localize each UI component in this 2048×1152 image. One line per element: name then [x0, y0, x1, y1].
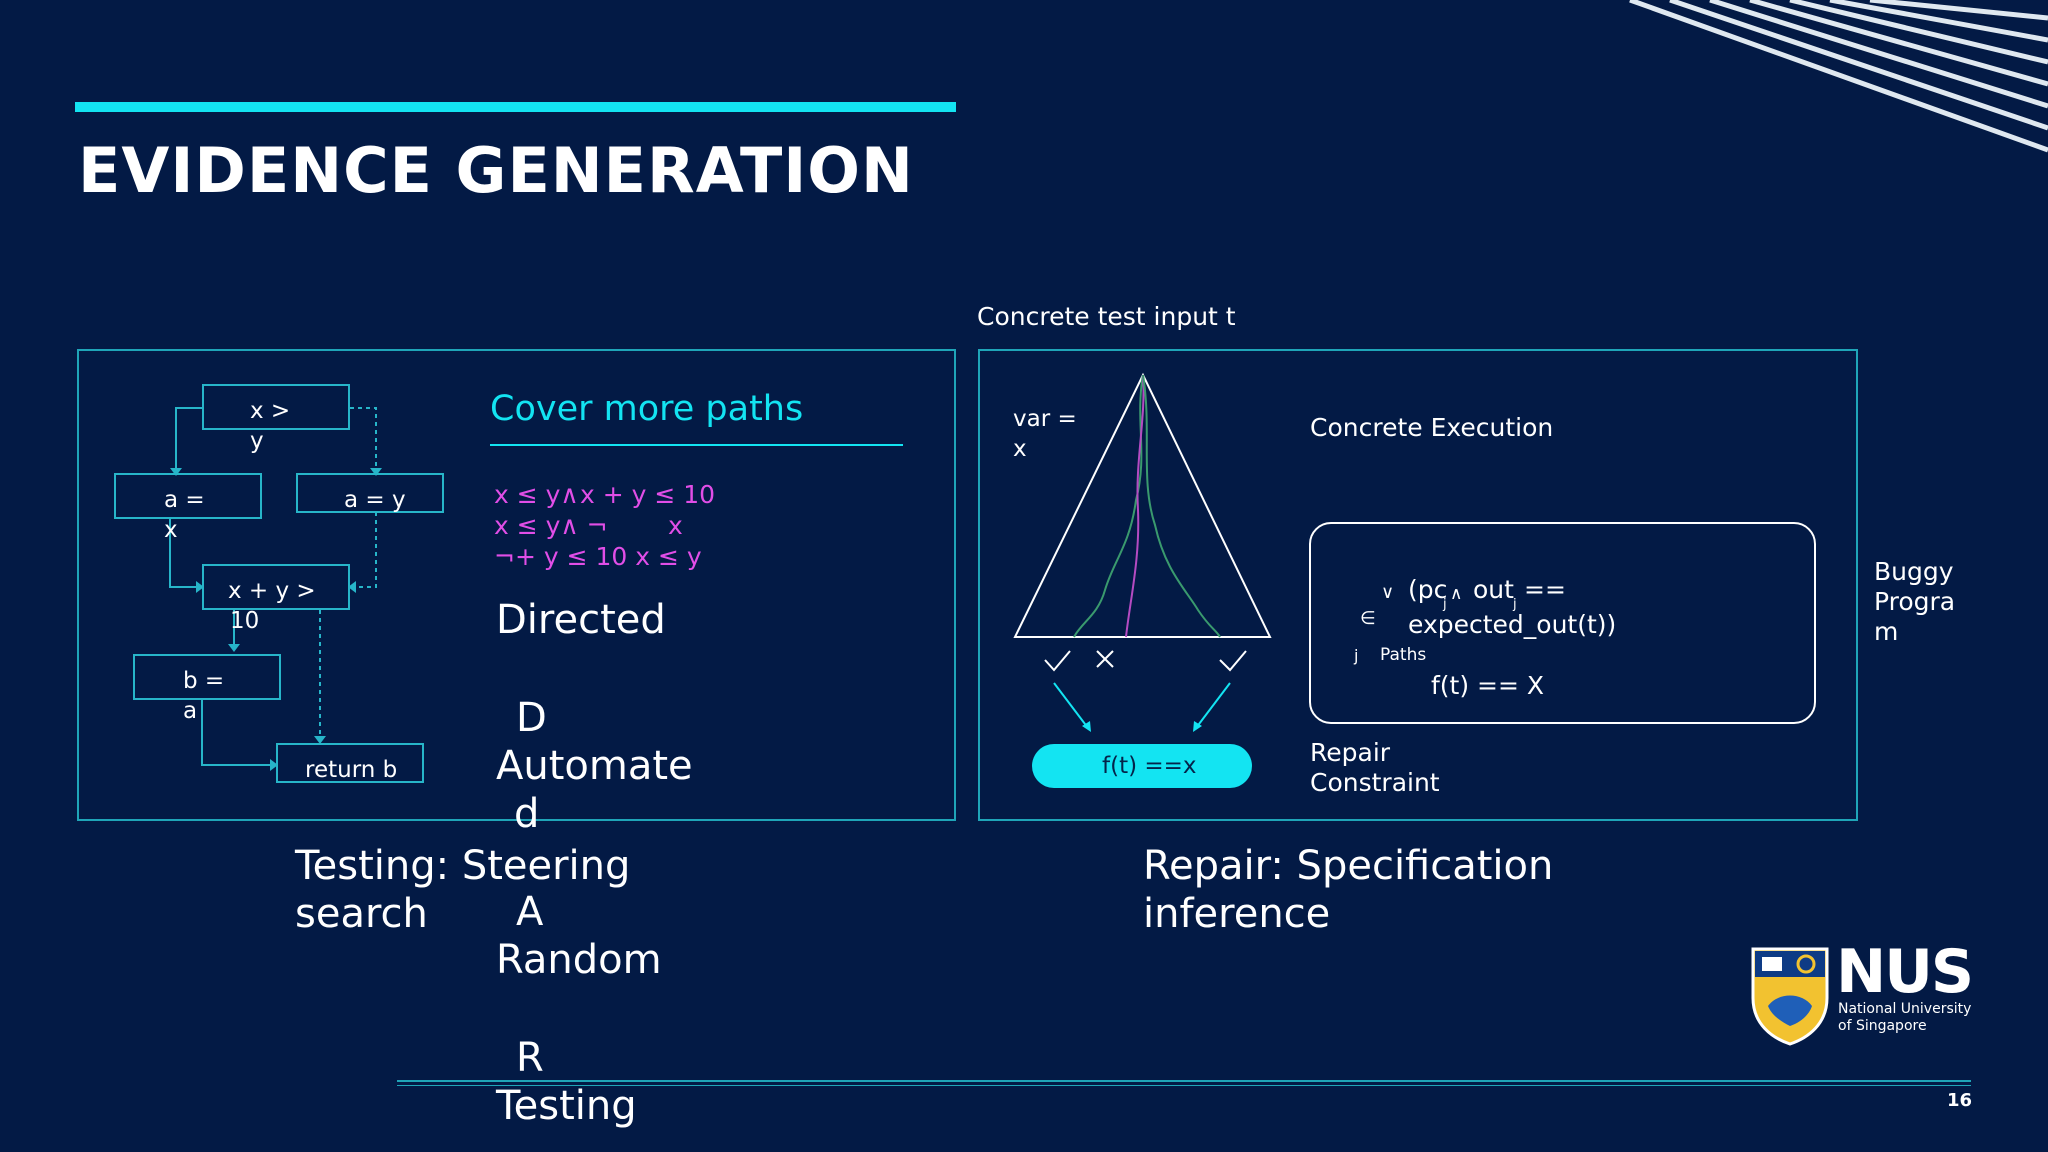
node-text: a = y — [344, 487, 406, 513]
footer-line — [397, 1080, 1971, 1082]
node-text: a — [183, 698, 198, 724]
flow-node-a-eq-y: a = y — [296, 473, 444, 513]
left-caption: Testing: Steering — [295, 843, 631, 889]
nus-logo-text: NUS — [1836, 937, 1974, 1007]
nus-logo-subtext: of Singapore — [1838, 1018, 1927, 1034]
node-text: y — [250, 428, 264, 454]
flow-node-return-b: return b — [276, 743, 424, 783]
formula-subscript: Paths — [1380, 645, 1427, 665]
slide-title: EVIDENCE GENERATION — [78, 134, 914, 207]
flow-connectors — [169, 407, 382, 771]
buggy-program-label: Buggy — [1874, 557, 1954, 586]
formula-text: (pc — [1408, 575, 1448, 604]
node-text: return b — [305, 757, 398, 783]
formula-text: f(t) == X — [1431, 671, 1545, 700]
diagonal-stripes — [1629, 0, 2048, 153]
formula-subscript: j — [1354, 646, 1359, 665]
left-caption: search — [295, 891, 428, 937]
path-constraint: x + y ≤ 10 — [580, 480, 716, 509]
buggy-program-label: Progra — [1874, 587, 1956, 616]
repair-constraint-pill — [1032, 744, 1252, 788]
formula-subscript: j — [1513, 597, 1517, 612]
flow-node-a-eq-x: a = x — [114, 473, 262, 543]
overlay-text: Testing — [496, 1083, 637, 1129]
path-constraint: ¬+ y ≤ 10 x ≤ y — [494, 542, 702, 571]
var-label: x — [1013, 436, 1027, 462]
formula-text: expected_out(t)) — [1408, 610, 1617, 639]
buggy-program-label: m — [1874, 617, 1899, 646]
overlay-text: A — [516, 889, 544, 935]
formula-and: ∧ — [1450, 584, 1463, 604]
nus-logo-subtext: National University — [1838, 1001, 1972, 1017]
overlay-text: R — [516, 1035, 544, 1081]
repair-constraint-label: Constraint — [1310, 768, 1440, 797]
right-panel — [978, 349, 1858, 821]
node-text: x — [164, 517, 178, 543]
formula-subscript: j — [1443, 597, 1447, 612]
left-panel — [77, 349, 956, 821]
flow-node-b-eq-a: b = a — [133, 654, 281, 724]
overlay-text: Random — [496, 937, 662, 983]
execution-tree-diagram — [1013, 372, 1272, 732]
overlay-text: d — [514, 791, 540, 837]
node-text: x > — [250, 398, 291, 424]
title-accent-bar — [75, 102, 956, 112]
formula-or: ∨ — [1381, 582, 1395, 603]
path-constraint: x — [668, 511, 683, 540]
path-constraint: x ≤ y∧ ¬ — [494, 511, 608, 540]
formula-box — [1309, 522, 1816, 724]
node-text: a = — [164, 487, 205, 513]
formula-text: out — [1473, 575, 1514, 604]
concrete-input-label: Concrete test input t — [977, 302, 1236, 331]
overlay-text: Directed — [496, 597, 666, 643]
page-number: 16 — [1947, 1090, 1973, 1111]
formula-text: == — [1524, 575, 1566, 604]
pill-text: f(t) ==x — [1102, 753, 1197, 779]
concrete-execution-label: Concrete Execution — [1310, 413, 1554, 442]
right-caption: Repair: Specification — [1143, 843, 1554, 889]
formula-element-of: ∈ — [1360, 608, 1376, 629]
flow-node-x-plus-y-gt-10: x + y > 10 — [202, 564, 350, 634]
overlay-text: Automate — [496, 743, 693, 789]
right-caption: inference — [1143, 891, 1331, 937]
repair-constraint-label: Repair — [1310, 738, 1391, 767]
node-text: 10 — [230, 608, 260, 634]
footer-line — [397, 1085, 1971, 1086]
overlay-text: D — [516, 695, 547, 741]
nus-crest-icon — [1751, 947, 1829, 1046]
var-label: var = — [1013, 406, 1077, 432]
path-constraint: x ≤ y∧ — [494, 480, 579, 509]
node-text: x + y > — [228, 578, 316, 604]
cover-paths-heading: Cover more paths — [490, 389, 804, 429]
node-text: b = — [183, 668, 225, 694]
flow-node-x-gt-y: x > y — [202, 384, 350, 454]
heading-underline — [490, 444, 903, 446]
